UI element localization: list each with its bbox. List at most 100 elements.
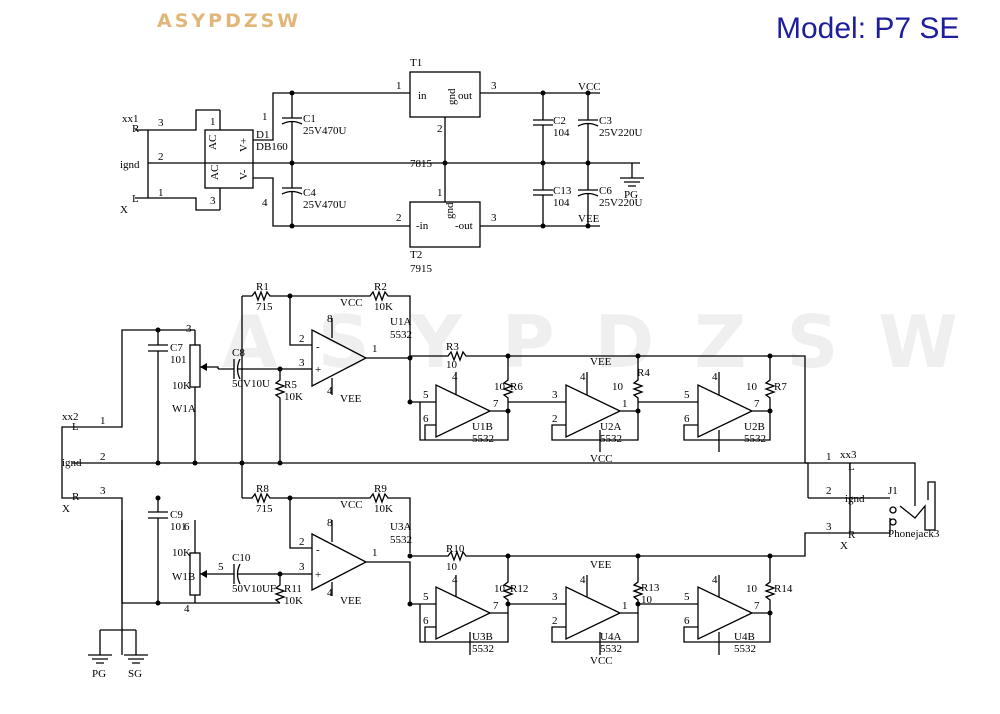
label-u4a-p2: 2 [552, 615, 558, 627]
label-j1: J1 [888, 485, 898, 497]
label-sg: SG [128, 668, 142, 680]
ground-symbol-sg: SG [122, 629, 148, 680]
label-u3b-p4: 4 [452, 574, 458, 586]
label-xx1-x: X [120, 204, 128, 216]
opamp-u4a: 3 2 1 4 U4A 5532 VEE VCC [508, 559, 639, 667]
label-u3a-vcc: VCC [340, 499, 363, 511]
label-u4b: U4B [734, 631, 755, 643]
label-u4a-p1: 1 [622, 600, 628, 612]
label-u3a-plus: + [315, 569, 321, 581]
label-u1a-p8: 8 [327, 313, 333, 325]
label-d1-vminus: V- [238, 169, 250, 180]
label-vminus-pin: 4 [262, 197, 268, 209]
label-u3b-p5: 5 [423, 591, 429, 603]
label-c8-val: 50V10U [232, 378, 270, 390]
label-r11-val: 10K [284, 595, 303, 607]
opamp-u1b: 5 6 7 4 U1B 5532 [419, 371, 509, 445]
label-u4a: U4A [600, 631, 621, 643]
label-w1a-pin: 3 [186, 323, 192, 335]
label-r9-val: 10K [374, 503, 393, 515]
label-vee-mid: VEE [590, 356, 612, 368]
label-u3a-p2: 2 [299, 536, 305, 548]
label-vplus-pin: 1 [262, 111, 268, 123]
capacitor-c6: C6 25V220U [577, 163, 642, 229]
label-u1b-p4: 4 [452, 371, 458, 383]
capacitor-c4: C4 25V470U [281, 163, 346, 229]
label-c4: C4 [303, 187, 316, 199]
label-xx1-pin3: 3 [158, 117, 164, 129]
capacitor-c3: C3 25V220U [577, 90, 642, 166]
label-psu-vee: VEE [578, 213, 600, 225]
label-u1b: U1B [472, 421, 493, 433]
label-u4b-p5: 5 [684, 591, 690, 603]
label-u3b-p7: 7 [493, 600, 499, 612]
potentiometer-w1b: 10K W1B 6 4 [172, 520, 218, 615]
label-r3: R3 [446, 341, 459, 353]
opamp-u3a: - + 2 3 8 4 1 VCC VEE U3A 5532 [299, 499, 412, 607]
label-xx1: xx1 [122, 113, 139, 125]
label-u2b: U2B [744, 421, 765, 433]
label-r6: R6 [510, 381, 523, 393]
label-c2-val: 104 [553, 127, 570, 139]
label-u2a-p2: 2 [552, 413, 558, 425]
label-pg-top: PG [624, 189, 638, 201]
label-u1a-vcc: VCC [340, 297, 363, 309]
label-d1-ac2: AC [209, 165, 221, 180]
brand-logo: ASYPDZSW [157, 10, 302, 32]
label-u1b-p5: 5 [423, 389, 429, 401]
label-xx3-ignd: ignd [845, 493, 865, 505]
label-xx2-p1: 1 [100, 415, 106, 427]
connector-xx3: xx3 L ignd R X 1 2 3 [805, 449, 865, 552]
label-xx1-ignd: ignd [120, 159, 140, 171]
label-u1a-p1: 1 [372, 343, 378, 355]
label-u1b-part: 5532 [472, 433, 494, 445]
label-xx2-p2: 2 [100, 451, 106, 463]
label-c7-val: 101 [170, 354, 187, 366]
label-xx1-r: R [132, 123, 140, 135]
label-r11: R11 [284, 583, 302, 595]
label-c3: C3 [599, 115, 612, 127]
label-vcc-bot: VCC [590, 655, 613, 667]
label-pg-bottom: PG [92, 668, 106, 680]
label-c13: C13 [553, 185, 572, 197]
label-u2a: U2A [600, 421, 621, 433]
label-r14: R14 [774, 583, 793, 595]
label-d1-part: DB160 [256, 141, 288, 153]
ground-symbol-pg: PG [88, 629, 122, 680]
label-c6-val: 25V220U [599, 197, 642, 209]
label-u2a-part: 5532 [600, 433, 622, 445]
label-c6: C6 [599, 185, 612, 197]
label-u4b-p7: 7 [754, 600, 760, 612]
label-u1a-p3: 3 [299, 357, 305, 369]
label-vee-bot: VEE [590, 559, 612, 571]
label-r5: R5 [284, 379, 297, 391]
label-c1-val: 25V470U [303, 125, 346, 137]
label-r8: R8 [256, 483, 269, 495]
label-u3a-vee: VEE [340, 595, 362, 607]
label-r10-val: 10 [446, 561, 458, 573]
label-c10-pin: 5 [218, 561, 224, 573]
label-xx2: xx2 [62, 411, 79, 423]
label-r4: R4 [637, 367, 650, 379]
label-r12: R12 [510, 583, 528, 595]
label-w1a: W1A [172, 403, 196, 415]
label-t1-p2: 2 [437, 123, 443, 135]
label-r10: R10 [446, 543, 465, 555]
label-u1a-part: 5532 [390, 329, 412, 341]
label-r9: R9 [374, 483, 387, 495]
label-u4b-part: 5532 [734, 643, 756, 655]
label-c1: C1 [303, 113, 316, 125]
label-xx3-l: L [848, 461, 855, 473]
label-vcc-mid: VCC [590, 453, 613, 465]
label-t2-p1: 1 [437, 187, 443, 199]
label-u1a-minus: - [316, 341, 320, 353]
label-u1a-vee: VEE [340, 393, 362, 405]
capacitor-c1: C1 25V470U [281, 90, 346, 166]
opamp-u2a: 3 2 1 4 U2A 5532 VEE VCC [508, 356, 639, 465]
label-c8: C8 [232, 347, 245, 359]
label-u4b-p6: 6 [684, 615, 690, 627]
label-r2-val: 10K [374, 301, 393, 313]
label-r6-val: 10 [494, 381, 506, 393]
regulator-t2: T2 -in -out gnd 2 1 3 7915 [396, 163, 497, 275]
model-title: Model: P7 SE [776, 12, 960, 45]
